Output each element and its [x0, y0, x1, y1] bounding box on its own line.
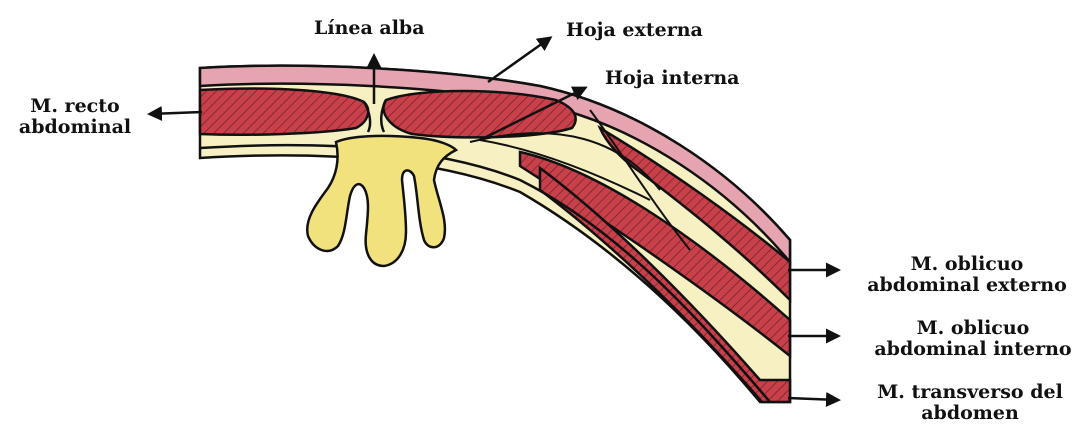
- label-recto-abdominal: M. recto abdominal: [10, 96, 140, 138]
- label-transverso: M. transverso del abdomen: [860, 382, 1080, 424]
- aponeurosis-lines: [469, 109, 691, 251]
- rectus-abdominis-right: [382, 89, 577, 139]
- label-oblicuo-externo-line2: abdominal externo: [867, 274, 1067, 296]
- label-transverso-line1: M. transverso del: [877, 381, 1063, 403]
- transverse-abdominis-muscle: [538, 165, 792, 404]
- label-oblicuo-interno: M. oblicuo abdominal interno: [856, 318, 1090, 360]
- inner-fascia-line: [199, 143, 771, 403]
- label-oblicuo-interno-line1: M. oblicuo: [916, 317, 1030, 339]
- label-recto-line1: M. recto: [30, 95, 120, 117]
- label-hoja-interna: Hoja interna: [605, 67, 740, 89]
- fat-pad: [305, 134, 459, 268]
- label-linea-alba: Línea alba: [314, 17, 425, 39]
- arrow-recto: [147, 106, 203, 122]
- label-recto-line2: abdominal: [18, 116, 132, 138]
- rectus-abdominis-left: [198, 87, 370, 136]
- label-transverso-line2: abdomen: [921, 402, 1019, 424]
- external-oblique-muscle: [597, 124, 792, 304]
- arrow-transverso: [787, 392, 841, 408]
- arrow-hoja-interna: [479, 86, 588, 142]
- arrow-hoja-externa: [487, 36, 553, 84]
- linea-alba: [362, 99, 388, 133]
- label-hoja-externa: Hoja externa: [566, 19, 703, 41]
- label-oblicuo-externo: M. oblicuo abdominal externo: [852, 254, 1082, 296]
- label-oblicuo-externo-line1: M. oblicuo: [910, 253, 1024, 275]
- label-oblicuo-interno-line2: abdominal interno: [874, 338, 1072, 360]
